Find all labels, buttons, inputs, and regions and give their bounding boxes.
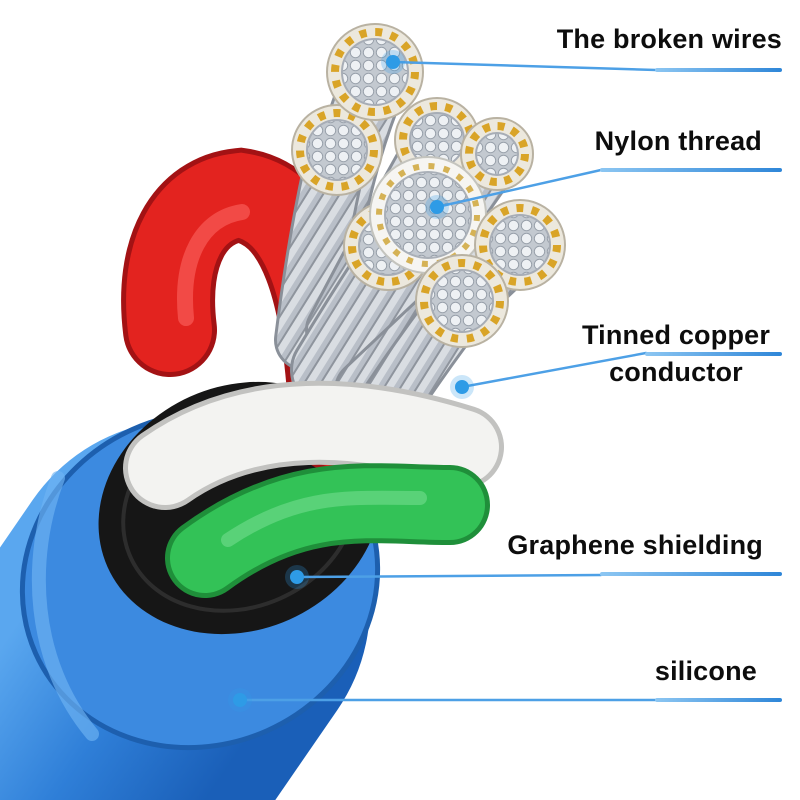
jacket-highlight bbox=[31, 471, 99, 741]
marker-dot-nylon-thread bbox=[425, 195, 449, 219]
leader-line-nylon-thread bbox=[435, 168, 603, 209]
label-tinned-copper-line1: Tinned copper bbox=[581, 320, 771, 350]
underline-broken-wires bbox=[655, 68, 782, 72]
label-broken-wires: The broken wires bbox=[556, 24, 782, 54]
marker-dot-graphene bbox=[285, 565, 309, 589]
label-silicone: silicone bbox=[654, 656, 757, 686]
wire-bundle bbox=[291, 104, 383, 196]
leader-line-graphene bbox=[295, 573, 603, 579]
label-tinned-copper: Tinned copper conductor bbox=[570, 320, 782, 388]
wire-bundle bbox=[460, 117, 534, 191]
wire-bundle-nylon bbox=[369, 156, 487, 274]
leader-line-broken-wires bbox=[391, 60, 658, 72]
label-graphene-shielding: Graphene shielding bbox=[507, 530, 763, 560]
wire-bundle bbox=[474, 199, 566, 291]
label-nylon-thread: Nylon thread bbox=[594, 126, 762, 156]
green-wire bbox=[165, 463, 490, 598]
leader-line-tinned-copper bbox=[460, 351, 648, 389]
wire-bundle bbox=[415, 254, 509, 348]
marker-dot-silicone bbox=[228, 688, 252, 712]
wire-bundle bbox=[326, 23, 424, 121]
underline-tinned-copper bbox=[645, 352, 782, 356]
underline-graphene-shielding bbox=[600, 572, 782, 576]
underline-silicone bbox=[655, 698, 782, 702]
underline-nylon-thread bbox=[600, 168, 782, 172]
leader-lines bbox=[238, 60, 658, 702]
wire-bundle-faces bbox=[291, 23, 566, 348]
marker-dot-broken-wires bbox=[381, 50, 405, 74]
label-tinned-copper-line2: conductor bbox=[609, 357, 743, 387]
white-wire bbox=[123, 380, 504, 510]
marker-dots bbox=[228, 50, 474, 712]
marker-dot-tinned-copper bbox=[450, 375, 474, 399]
